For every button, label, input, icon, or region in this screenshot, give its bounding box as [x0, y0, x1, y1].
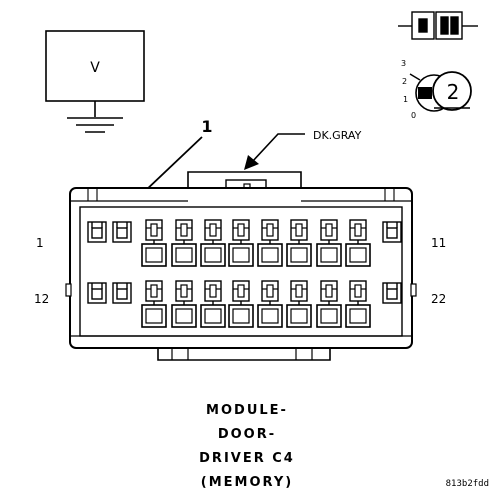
cavity-18: [257, 280, 283, 328]
cavity-16: [200, 280, 226, 328]
caption-line-4: (MEMORY): [201, 475, 293, 490]
connector-plug-icon: [398, 11, 478, 40]
cavity-7: [257, 219, 283, 267]
cavity-14: [141, 280, 167, 328]
voltmeter-symbol: V: [45, 30, 145, 133]
callout-number: 1: [201, 117, 212, 136]
key-number: 2: [447, 80, 460, 104]
key-position-3: 3: [401, 59, 406, 68]
cavity-5: [200, 219, 226, 267]
wire-color-label: DK.GRAY: [313, 129, 362, 142]
cavity-9: [316, 219, 342, 267]
cavity-1: [87, 221, 107, 243]
connector-caption: MODULE- DOOR- DRIVER C4 (MEMORY): [199, 403, 295, 490]
caption-line-3: DRIVER C4: [199, 451, 295, 466]
pin-label-1: 1: [36, 236, 44, 250]
key-position-2: 2: [402, 77, 407, 86]
pin-label-11: 11: [431, 236, 446, 250]
key-position-1: 1: [403, 95, 408, 104]
cavity-21: [345, 280, 371, 328]
cavity-22: [382, 282, 402, 304]
cavity-17: [228, 280, 254, 328]
cavity-10: [345, 219, 371, 267]
cavity-6: [228, 219, 254, 267]
terminal-cavities: [87, 219, 402, 328]
cavity-3: [141, 219, 167, 267]
cavity-19: [286, 280, 312, 328]
cavity-20: [316, 280, 342, 328]
cavity-4: [171, 219, 197, 267]
ignition-key-icon: 3 2 1 0 2: [401, 59, 472, 120]
cavity-15: [171, 280, 197, 328]
pin-label-12: 12: [34, 292, 49, 306]
cavity-11: [382, 221, 402, 243]
pin-label-22: 22: [431, 292, 446, 306]
caption-line-2: DOOR-: [218, 427, 276, 442]
ground-symbol: [67, 117, 123, 133]
wire-color-leader-arrow: [244, 133, 305, 170]
cavity-2: [112, 221, 132, 243]
cavity-8: [286, 219, 312, 267]
key-position-0: 0: [411, 111, 416, 120]
cavity-12: [87, 282, 107, 304]
caption-line-1: MODULE-: [206, 403, 288, 418]
meter-label: V: [90, 60, 100, 76]
cavity-13: [112, 282, 132, 304]
figure-id: 813b2fdd: [446, 479, 489, 489]
